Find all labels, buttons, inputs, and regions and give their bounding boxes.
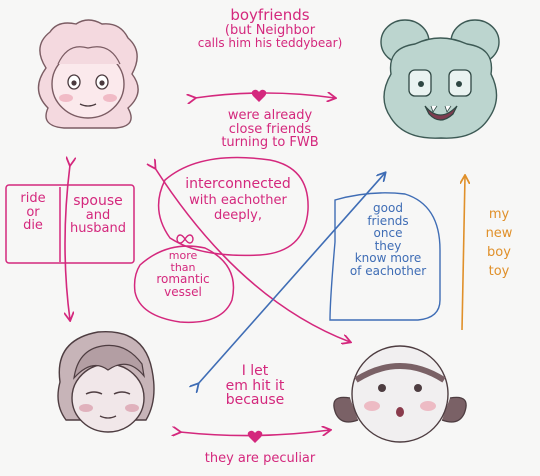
heart-icon: [251, 89, 267, 102]
infinity-icon: [176, 234, 194, 244]
label-line: interconnected: [185, 176, 291, 192]
label-line: em hit it: [225, 377, 285, 394]
heart-icon: [247, 430, 263, 443]
label-line: spouse: [73, 193, 123, 209]
label-boyfriends: boyfriends (but Neighbor calls him his t…: [180, 6, 360, 51]
label-line: good: [373, 201, 403, 215]
label-line: of eachother: [349, 263, 427, 278]
mauve-face: [57, 330, 155, 433]
label-line: close friends: [228, 121, 312, 137]
label-line: with eachother: [189, 192, 287, 208]
label-ride-or-die: ride or die: [8, 192, 58, 233]
label-line: vessel: [164, 284, 202, 299]
label-line: because: [225, 392, 285, 409]
arrow-blue-diagonal: [198, 173, 385, 384]
label-close-friends: were already close friends turning to FW…: [205, 109, 335, 150]
label-romantic: more than romantic vessel: [138, 250, 228, 298]
label-line: than: [170, 260, 196, 274]
label-line: they: [374, 238, 402, 253]
label-line: more: [168, 249, 198, 262]
mint-bear-face: [380, 19, 500, 139]
arrow-left-pair: [65, 165, 70, 320]
box-ride-or-die: [5, 184, 135, 264]
label-line: romantic: [156, 272, 210, 287]
label-let-em-hit: I let em hit it because: [200, 364, 310, 408]
label-line: (but Neighbor: [224, 22, 316, 38]
label-line: they are peculiar: [204, 451, 316, 466]
arrow-orange: [462, 176, 465, 331]
label-line: once: [373, 226, 403, 241]
label-peculiar: they are peculiar: [185, 452, 335, 466]
label-spouse: spouse and husband: [62, 194, 134, 236]
bubble-good-friends: [329, 192, 441, 321]
label-my-new-boy-toy: my new boy toy: [478, 206, 520, 281]
label-interconnected: interconnected with eachother deeply,: [168, 176, 308, 224]
white-round-face: [333, 345, 467, 443]
label-line: boyfriends: [230, 6, 310, 24]
label-line: calls him his teddybear): [197, 36, 343, 51]
label-line: ride: [20, 191, 46, 206]
pink-curly-face: [37, 19, 139, 129]
label-line: new: [485, 225, 513, 241]
label-line: friends: [367, 213, 409, 228]
label-line: boy: [487, 244, 511, 260]
label-line: and: [85, 207, 111, 223]
bubble-interconnected: [157, 156, 309, 257]
bubble-romantic: [133, 245, 235, 324]
label-line: die: [23, 218, 43, 234]
label-line: were already: [227, 108, 313, 123]
label-line: know more: [354, 251, 422, 266]
label-line: turning to FWB: [221, 135, 319, 151]
label-line: husband: [70, 221, 126, 237]
label-line: toy: [488, 263, 510, 279]
label-good-friends: good friends once they know more of each…: [338, 202, 438, 278]
label-line: or: [26, 204, 40, 220]
label-line: deeply,: [214, 208, 262, 224]
label-line: I let: [241, 363, 269, 379]
label-line: my: [488, 207, 510, 222]
